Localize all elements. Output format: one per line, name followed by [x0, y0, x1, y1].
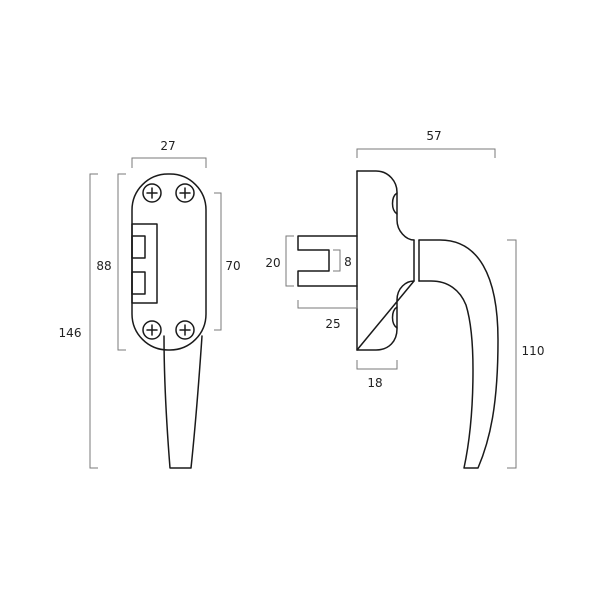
side-notch-upper	[391, 192, 398, 215]
side-handle	[418, 239, 499, 469]
screw-icon	[142, 320, 162, 340]
front-latch-plate	[131, 223, 158, 304]
dimension-line-overall-length	[356, 148, 496, 158]
dimension-line-overall-height	[89, 173, 98, 469]
side-notch-lower	[391, 306, 398, 329]
dimension-handle-drop: 110	[522, 344, 545, 358]
side-view: 57 20 8 25 18 110	[265, 129, 545, 469]
dimension-spindle-length: 25	[325, 317, 340, 331]
front-latch-slot-upper	[131, 235, 146, 259]
dimension-line-base-thickness	[356, 360, 398, 370]
dimension-overall-height: 146	[59, 326, 82, 340]
dimension-base-thickness: 18	[367, 376, 382, 390]
front-latch-slot-lower	[131, 271, 146, 295]
dimension-line-screw-spacing	[117, 173, 126, 351]
dimension-line-handle-drop	[507, 239, 517, 469]
dimension-overall-length: 57	[426, 129, 441, 143]
dimension-spindle-slot: 8	[344, 255, 352, 269]
front-rosette	[131, 173, 207, 351]
dimension-line-plate-height	[214, 192, 222, 331]
screw-icon	[175, 320, 195, 340]
dimension-line-spindle-slot	[333, 249, 341, 272]
screw-icon	[175, 183, 195, 203]
screw-icon	[142, 183, 162, 203]
dimension-screw-spacing: 88	[96, 259, 111, 273]
dimension-plate-height: 70	[225, 259, 240, 273]
dimension-line-width	[131, 157, 207, 168]
front-lever	[163, 335, 203, 469]
dimension-width: 27	[160, 139, 175, 153]
side-rosette	[356, 170, 415, 351]
side-spindle	[297, 235, 358, 287]
dimension-line-spindle-length	[297, 300, 358, 309]
front-view: 27 88 70 146	[59, 139, 241, 469]
dimension-spindle-height: 20	[265, 256, 280, 270]
dimension-line-spindle-height	[285, 235, 294, 287]
